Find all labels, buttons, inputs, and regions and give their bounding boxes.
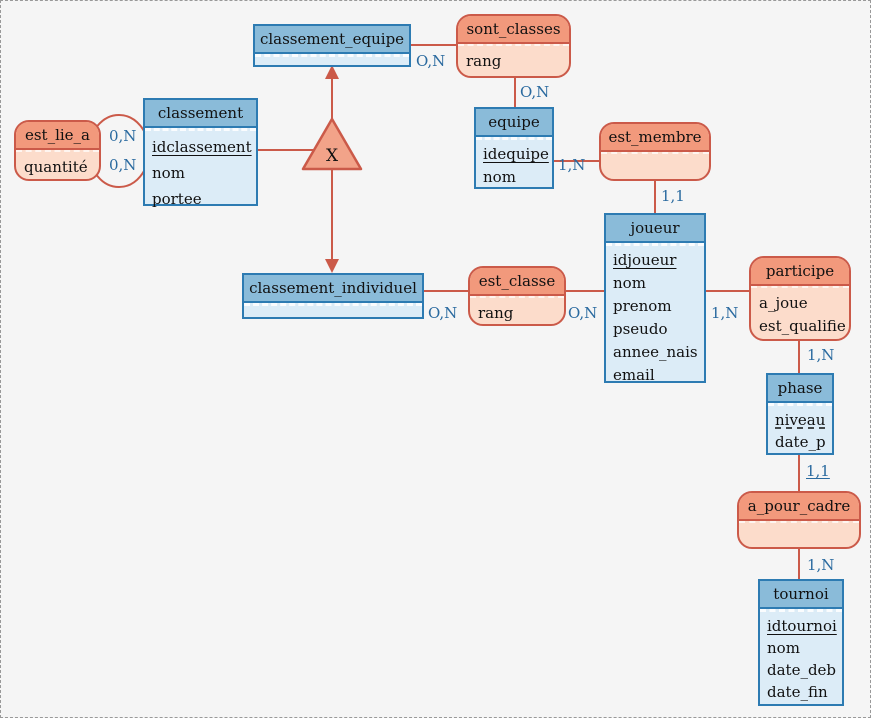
- entity-attributes: idequipe nom: [476, 137, 552, 189]
- cardinality-label: 1,N: [807, 556, 835, 574]
- entity-title: tournoi: [760, 581, 842, 609]
- entity-title: classement: [145, 100, 256, 128]
- relationship-title: a_pour_cadre: [739, 493, 859, 521]
- entity-attribute: idclassement: [152, 138, 252, 156]
- entity-attribute: nom: [767, 639, 800, 657]
- entity-joueur: joueur idjoueur nom prenom pseudo annee_…: [604, 213, 706, 384]
- entity-attribute: pseudo: [613, 320, 668, 338]
- entity-attributes: idclassement nom portee: [145, 128, 256, 212]
- entity-attribute: email: [613, 366, 655, 384]
- relationship-est-lie-a: est_lie_a quantité: [14, 120, 101, 181]
- relationship-title: est_membre: [601, 124, 709, 152]
- relationship-a-pour-cadre: a_pour_cadre: [737, 491, 861, 549]
- relationship-attributes: a_joue est_qualifie: [751, 286, 849, 338]
- relationship-sont-classes: sont_classes rang: [456, 14, 571, 78]
- entity-classement-equipe: classement_equipe: [253, 24, 411, 67]
- arrowhead-up-icon: [325, 65, 339, 79]
- entity-phase: phase niveau date_p: [766, 373, 834, 455]
- cardinality-label: O,N: [428, 304, 458, 322]
- relationship-title: est_classe: [470, 268, 564, 296]
- relationship-participe: participe a_joue est_qualifie: [749, 256, 851, 341]
- entity-attribute: nom: [483, 168, 516, 186]
- cardinality-label: 0,N: [109, 156, 137, 174]
- entity-attributes: idtournoi nom date_deb date_fin: [760, 609, 842, 703]
- entity-attribute: idjoueur: [613, 251, 677, 269]
- relationship-attribute: quantité: [24, 158, 88, 176]
- cardinality-label: 1,N: [711, 304, 739, 322]
- entity-title: equipe: [476, 109, 552, 137]
- entity-attribute: idequipe: [483, 145, 549, 163]
- arrowhead-down-icon: [325, 259, 339, 273]
- inheritance-label: X: [326, 146, 339, 166]
- cardinality-label: O,N: [568, 304, 598, 322]
- entity-attribute: idtournoi: [767, 617, 837, 635]
- entity-attribute: portee: [152, 190, 202, 208]
- relationship-title: sont_classes: [458, 16, 569, 44]
- entity-attributes: [244, 303, 422, 314]
- entity-attributes: [255, 54, 409, 64]
- entity-tournoi: tournoi idtournoi nom date_deb date_fin: [758, 579, 844, 706]
- cardinality-label: 1,N: [807, 346, 835, 364]
- entity-title: classement_equipe: [255, 26, 409, 54]
- entity-title: classement_individuel: [244, 275, 422, 303]
- cardinality-label: O,N: [416, 52, 446, 70]
- cardinality-label: 1,1: [661, 187, 685, 205]
- relationship-attributes: rang: [458, 44, 569, 74]
- relationship-attributes: quantité: [16, 150, 99, 179]
- entity-attribute: date_deb: [767, 661, 837, 679]
- entity-title: joueur: [606, 215, 704, 243]
- entity-equipe: equipe idequipe nom: [474, 107, 554, 189]
- entity-attribute: prenom: [613, 297, 672, 315]
- cardinality-label: 1,N: [558, 156, 586, 174]
- relationship-attribute: rang: [478, 304, 514, 322]
- entity-attributes: idjoueur nom prenom pseudo annee_nais em…: [606, 243, 704, 387]
- inheritance-triangle: [301, 117, 363, 171]
- relationship-est-membre: est_membre: [599, 122, 711, 181]
- relationship-attribute: est_qualifie: [759, 317, 846, 335]
- entity-attribute: date_fin: [767, 683, 828, 701]
- relationship-est-classe: est_classe rang: [468, 266, 566, 326]
- entity-attribute: nom: [152, 164, 185, 182]
- entity-attribute: date_p: [775, 433, 826, 451]
- relationship-title: participe: [751, 258, 849, 286]
- entity-attributes: niveau date_p: [768, 403, 832, 453]
- relationship-title: est_lie_a: [16, 122, 99, 150]
- entity-title: phase: [768, 375, 832, 403]
- cardinality-label: O,N: [520, 83, 550, 101]
- cardinality-label: 0,N: [109, 127, 137, 145]
- entity-attribute: niveau: [775, 411, 826, 429]
- relationship-attribute: rang: [466, 52, 502, 70]
- relationship-attributes: [601, 152, 709, 178]
- cardinality-label: 1,1: [806, 462, 830, 480]
- relationship-attributes: rang: [470, 296, 564, 324]
- entity-attribute: annee_nais: [613, 343, 698, 361]
- entity-classement-individuel: classement_individuel: [242, 273, 424, 319]
- entity-classement: classement idclassement nom portee: [143, 98, 258, 208]
- entity-attribute: nom: [613, 274, 646, 292]
- relationship-attributes: [739, 521, 859, 546]
- relationship-attribute: a_joue: [759, 294, 808, 312]
